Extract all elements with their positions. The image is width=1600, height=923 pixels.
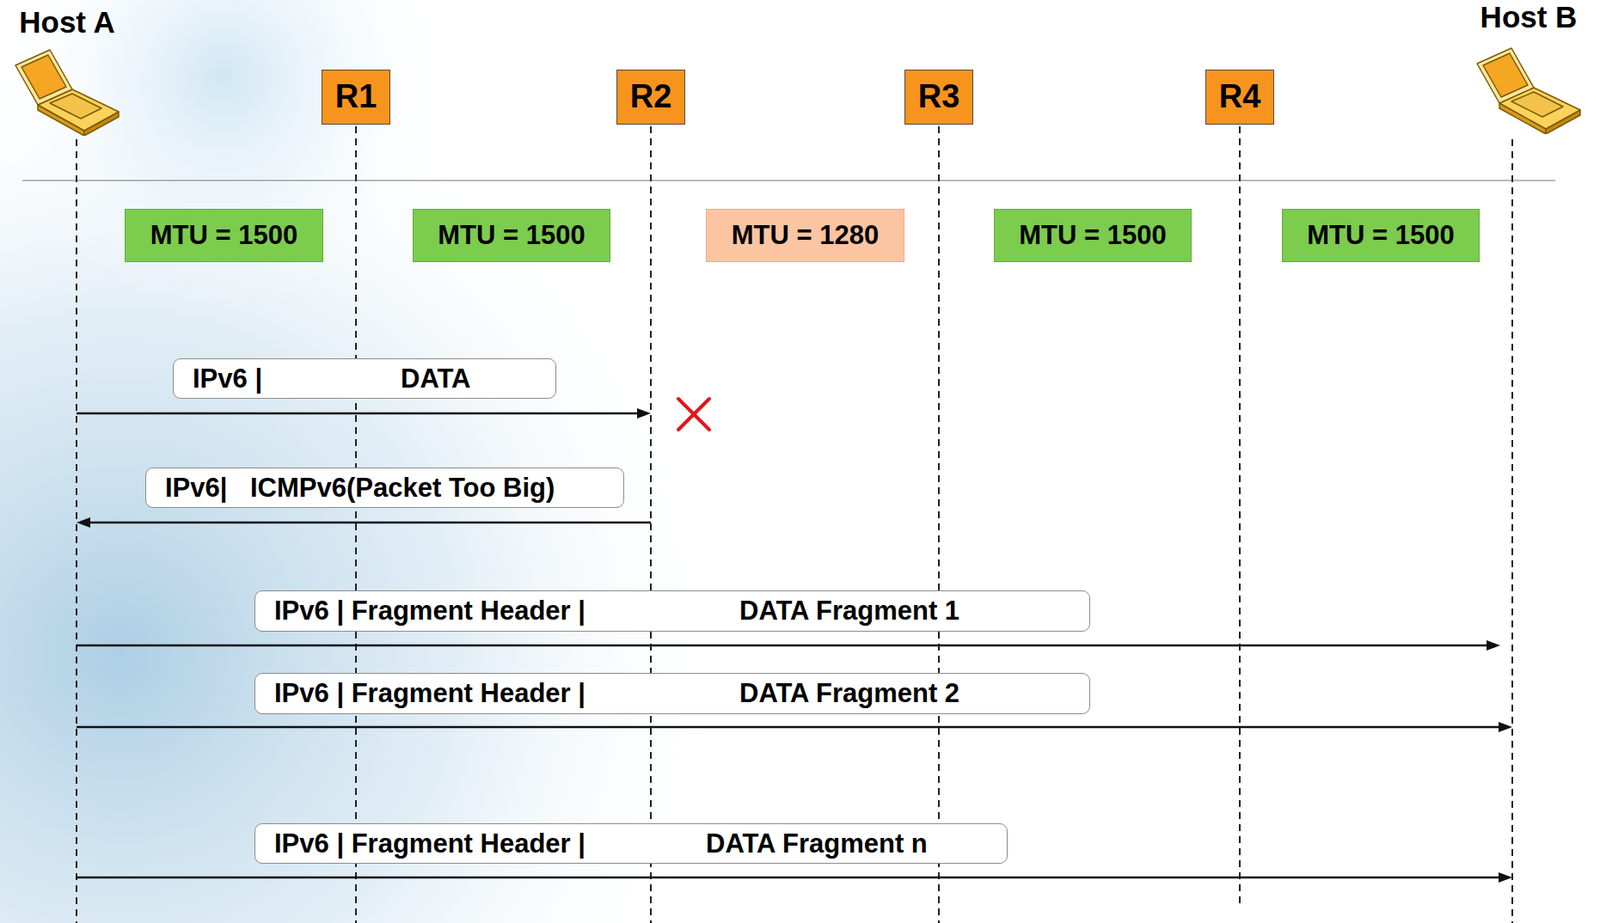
lifeline — [1511, 139, 1514, 923]
host-computer: Host A — [10, 5, 124, 136]
packet-headers: IPv6| — [165, 472, 227, 504]
packet-payload: DATA — [400, 363, 472, 395]
router-box: R2 — [616, 69, 686, 125]
message-arrow — [76, 644, 1490, 648]
router-name: R1 — [335, 78, 378, 117]
laptop-icon — [1473, 46, 1584, 135]
lifeline — [75, 139, 78, 923]
header-rule — [22, 179, 1556, 181]
message-arrow — [86, 521, 651, 525]
laptop-icon — [12, 48, 123, 136]
lifeline — [355, 126, 357, 923]
arrowhead — [1486, 640, 1501, 651]
router-box: R1 — [321, 69, 391, 125]
laptop-part — [1483, 53, 1528, 98]
laptop-part — [21, 55, 67, 99]
packet-payload: ICMPv6(Packet Too Big) — [250, 472, 555, 504]
arrowhead — [1498, 722, 1513, 733]
arrowhead — [637, 408, 651, 419]
router-name: R4 — [1219, 78, 1262, 117]
lifeline — [1238, 126, 1241, 907]
message-arrow — [76, 726, 1502, 730]
packet-message: IPv6 | DATA — [172, 358, 557, 399]
packet-payload: DATA Fragment 1 — [739, 595, 960, 627]
packet-message: IPv6 | Fragment Header | DATA Fragment 1 — [254, 590, 1091, 632]
mtu-value: MTU = 1500 — [150, 220, 298, 252]
drop-cross — [678, 398, 710, 430]
router-name: R3 — [918, 78, 961, 117]
host-computer: Host B — [1471, 0, 1586, 135]
arrowhead — [1498, 872, 1513, 883]
mtu-link-label: MTU = 1500 — [412, 208, 611, 263]
host-name: Host B — [1480, 0, 1578, 35]
drop-cross — [678, 398, 710, 430]
mtu-link-label: MTU = 1500 — [1281, 208, 1480, 263]
mtu-value: MTU = 1500 — [1306, 220, 1454, 252]
packet-headers: IPv6 | Fragment Header | — [274, 678, 586, 710]
packet-message: IPv6 | Fragment Header | DATA Fragment 2 — [254, 673, 1091, 715]
arrowhead — [76, 517, 91, 528]
laptop-part — [49, 93, 102, 119]
lifeline — [649, 126, 652, 923]
mtu-link-label: MTU = 1280 — [705, 208, 905, 263]
message-arrow — [76, 412, 641, 416]
packet-payload: DATA Fragment n — [705, 828, 928, 860]
lifeline — [937, 126, 940, 923]
router-box: R4 — [1205, 69, 1275, 125]
host-name: Host A — [18, 5, 115, 40]
router-name: R2 — [630, 78, 673, 117]
router-box: R3 — [904, 69, 974, 125]
mtu-value: MTU = 1500 — [1018, 220, 1166, 252]
sky-shading — [0, 0, 465, 319]
packet-headers: IPv6 | Fragment Header | — [274, 595, 586, 627]
message-arrow — [76, 876, 1502, 880]
mtu-link-label: MTU = 1500 — [124, 208, 324, 263]
packet-headers: IPv6 | — [192, 363, 263, 395]
packet-headers: IPv6 | Fragment Header | — [274, 828, 586, 860]
packet-payload: DATA Fragment 2 — [739, 678, 960, 710]
mtu-link-label: MTU = 1500 — [993, 208, 1192, 263]
laptop-part — [1511, 91, 1564, 117]
mtu-value: MTU = 1500 — [437, 220, 585, 252]
mtu-value: MTU = 1280 — [731, 220, 879, 252]
packet-message: IPv6 | Fragment Header | DATA Fragment n — [254, 823, 1008, 865]
packet-message: IPv6| ICMPv6(Packet Too Big) — [145, 467, 625, 509]
